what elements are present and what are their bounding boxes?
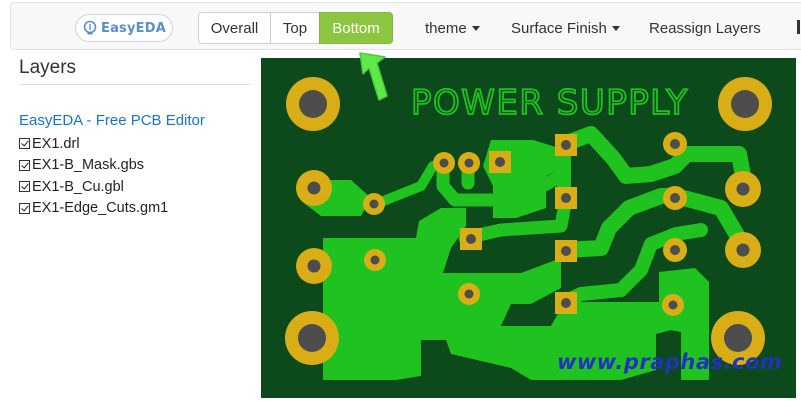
theme-menu-label: theme <box>425 19 467 37</box>
layer-item-b-cu[interactable]: EX1-B_Cu.gbl <box>19 176 168 198</box>
trace <box>458 191 573 245</box>
layer-checkbox[interactable] <box>19 159 30 171</box>
divider <box>19 84 251 85</box>
logo-text: EasyEDA <box>101 20 166 36</box>
surface-finish-menu[interactable]: Surface Finish <box>511 12 620 44</box>
view-button-group: Overall Top Bottom <box>198 12 393 44</box>
layer-name: EX1-B_Mask.gbs <box>32 157 145 174</box>
square-pads <box>460 134 577 314</box>
layer-item-drl[interactable]: EX1.drl <box>19 133 168 155</box>
reassign-layers-label: Reassign Layers <box>649 19 761 37</box>
layer-item-b-mask[interactable]: EX1-B_Mask.gbs <box>19 155 168 177</box>
chevron-down-icon <box>611 25 620 31</box>
silkscreen-title: POWER SUPPLY <box>411 83 688 123</box>
reassign-layers-menu[interactable]: Reassign Layers <box>649 12 761 44</box>
layer-checkbox[interactable] <box>19 202 30 214</box>
cut-off-menu-edge <box>797 20 800 34</box>
round-pads <box>296 132 761 316</box>
trace <box>436 156 568 207</box>
top-view-button[interactable]: Top <box>270 12 320 44</box>
overall-view-button[interactable]: Overall <box>198 12 271 44</box>
layer-checkbox[interactable] <box>19 138 30 150</box>
layer-checkbox[interactable] <box>19 181 30 193</box>
pcb-board-view: POWER SUPPLY www.praphas.com <box>261 58 796 398</box>
pointer-arrow-icon <box>359 52 388 101</box>
layer-name: EX1.drl <box>32 135 80 152</box>
easyeda-logo[interactable]: EasyEDA <box>75 14 173 42</box>
easyeda-bulb-icon <box>83 20 97 35</box>
trace <box>557 223 708 309</box>
copper-pour-bottom-left <box>323 208 671 380</box>
surface-finish-menu-label: Surface Finish <box>511 19 607 37</box>
layer-name: EX1-Edge_Cuts.gm1 <box>32 200 169 217</box>
trace <box>556 126 753 194</box>
theme-menu[interactable]: theme <box>425 12 480 44</box>
top-navbar: EasyEDA <box>10 2 801 50</box>
chevron-down-icon <box>471 25 480 31</box>
layer-name: EX1-B_Cu.gbl <box>32 178 124 195</box>
layer-item-edge-cuts[interactable]: EX1-Edge_Cuts.gm1 <box>19 198 168 220</box>
layer-list: EX1.drl EX1-B_Mask.gbs EX1-B_Cu.gbl EX1-… <box>19 133 168 219</box>
mounting-holes <box>285 77 772 365</box>
bottom-view-button[interactable]: Bottom <box>319 12 393 44</box>
layers-heading: Layers <box>19 57 77 78</box>
trace <box>556 188 749 258</box>
watermark-text: www.praphas.com <box>557 350 782 374</box>
easyeda-editor-link[interactable]: EasyEDA - Free PCB Editor <box>19 112 205 129</box>
